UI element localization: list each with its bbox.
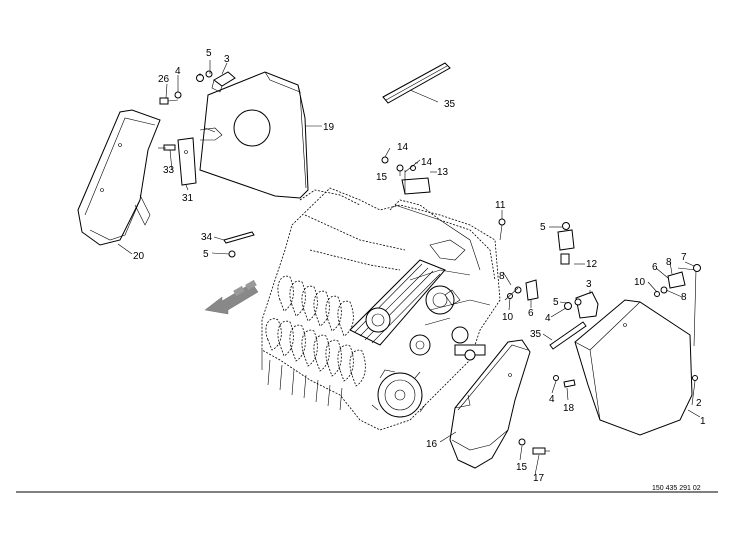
- callout-34: 34: [201, 232, 213, 243]
- part-6-8-10-cluster-center: [504, 279, 539, 301]
- callout-5: 5: [206, 48, 212, 59]
- fasteners-top-left: [158, 70, 213, 151]
- callout-6: 6: [528, 308, 534, 319]
- callout-8: 8: [499, 271, 505, 282]
- direction-arrow: [204, 279, 259, 315]
- callout-2: 2: [696, 398, 702, 409]
- callout-11: 11: [495, 200, 506, 211]
- callout-17: 17: [533, 473, 545, 484]
- baler-frame-outline: [261, 187, 501, 431]
- callout-3: 3: [586, 279, 592, 290]
- drawing-number: 150 435 291 02: [652, 485, 701, 492]
- callout-5: 5: [203, 249, 209, 260]
- part-1-side-cover: [574, 267, 698, 436]
- part-35-strip-top: [382, 62, 451, 104]
- part-3-bracket-top: [211, 71, 236, 93]
- callout-4: 4: [545, 313, 551, 324]
- callout-6: 6: [652, 262, 658, 273]
- callout-18: 18: [563, 403, 575, 414]
- callout-5: 5: [540, 222, 546, 233]
- part-35-rod-right: [549, 321, 587, 350]
- callout-4: 4: [175, 66, 181, 77]
- callout-10: 10: [634, 277, 646, 288]
- part-34-rod: [223, 231, 255, 258]
- callout-8: 8: [681, 292, 687, 303]
- part-20-chain-guard: [77, 109, 161, 246]
- callout-20: 20: [133, 251, 145, 262]
- callout-35: 35: [530, 329, 542, 340]
- callout-labels: 5 3 4 26 35 19 33 31 20 34 5 14 14 15 13…: [133, 48, 706, 484]
- pickup-tines: [261, 275, 366, 411]
- callout-14: 14: [421, 157, 433, 168]
- part-6-7-8-10-cluster-right: [654, 264, 701, 297]
- callout-1: 1: [700, 416, 706, 427]
- leader-lines: [117, 60, 701, 476]
- callout-10: 10: [502, 312, 514, 323]
- callout-3: 3: [224, 54, 230, 65]
- part-16-chain-guard: [449, 339, 531, 469]
- chain-drive: [349, 239, 491, 418]
- callout-5: 5: [553, 297, 559, 308]
- callout-8: 8: [666, 257, 672, 268]
- callout-35: 35: [444, 99, 456, 110]
- part-11-12-bolts: [498, 218, 575, 265]
- part-3-bracket-right: [564, 291, 599, 319]
- callout-15: 15: [376, 172, 388, 183]
- part-31-plate: [177, 137, 197, 186]
- callout-19: 19: [323, 122, 335, 133]
- callout-15: 15: [516, 462, 528, 473]
- callout-14: 14: [397, 142, 409, 153]
- callout-16: 16: [426, 439, 438, 450]
- callout-33: 33: [163, 165, 175, 176]
- part-19-cover-panel: [199, 71, 309, 199]
- callout-31: 31: [182, 193, 194, 204]
- callout-12: 12: [586, 259, 598, 270]
- callout-13: 13: [437, 167, 449, 178]
- part-13-clamp: [381, 156, 431, 195]
- callout-26: 26: [158, 74, 170, 85]
- callout-4: 4: [549, 394, 555, 405]
- bolts-lower: [518, 375, 576, 455]
- callout-7: 7: [681, 252, 687, 263]
